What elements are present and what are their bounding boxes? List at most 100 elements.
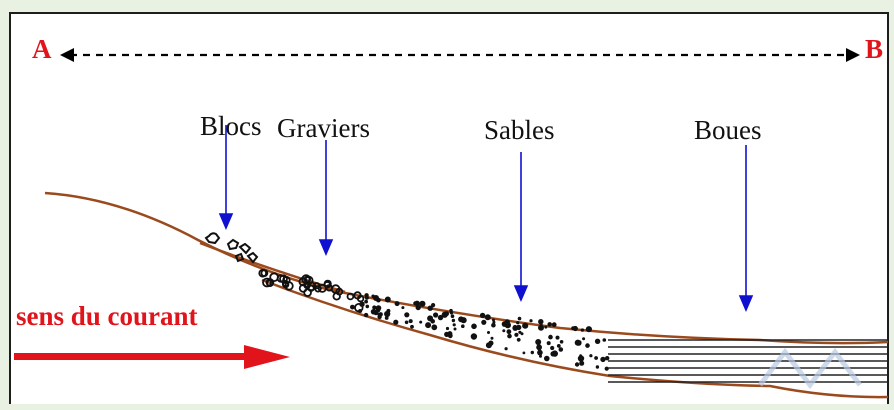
arrowhead-down-icon xyxy=(515,286,527,300)
sand-grain xyxy=(364,313,368,317)
sand-grain xyxy=(552,322,557,327)
sand-grain xyxy=(471,324,477,330)
sables-label: Sables xyxy=(484,115,555,146)
gravel-pebble xyxy=(304,289,311,296)
sand-grain xyxy=(538,319,543,324)
sand-grain xyxy=(538,325,544,331)
sand-grain xyxy=(573,326,578,331)
sand-grain xyxy=(386,298,390,302)
sand-grain xyxy=(377,315,381,319)
sand-grain xyxy=(376,305,382,311)
sand-grain xyxy=(438,315,443,320)
sand-grain xyxy=(560,340,564,344)
sand-grain xyxy=(529,319,532,322)
sand-grain xyxy=(444,311,449,316)
sand-grain xyxy=(446,327,449,330)
sand-grain xyxy=(547,322,552,327)
sand-grain xyxy=(557,344,561,348)
riverbed-profile xyxy=(45,193,888,397)
sand-grain xyxy=(358,309,362,313)
sand-grain xyxy=(485,314,491,320)
sand-grain xyxy=(547,341,551,345)
sand-grain xyxy=(575,363,578,366)
sand-grain xyxy=(522,323,528,329)
sand-grain xyxy=(366,305,370,309)
sand-grain xyxy=(451,314,455,318)
sand-grain xyxy=(585,343,590,348)
sand-grain xyxy=(595,339,600,344)
sand-grain xyxy=(431,303,435,307)
sand-grain xyxy=(425,322,431,328)
sand-grain xyxy=(517,338,521,342)
arrowhead-left-icon xyxy=(60,48,74,62)
start-point-label: A xyxy=(32,34,52,65)
sand-grain xyxy=(502,329,505,332)
sand-grain xyxy=(544,326,547,329)
sand-grain xyxy=(386,309,390,313)
sand-grain xyxy=(539,355,542,358)
blocs-label: Blocs xyxy=(200,111,262,142)
sand-grain xyxy=(502,321,508,327)
current-direction-arrow xyxy=(14,345,290,369)
sand-grain xyxy=(393,320,398,325)
boues-label: Boues xyxy=(694,115,762,146)
graviers-pointer-arrow xyxy=(320,140,332,254)
sand-grain xyxy=(578,355,584,361)
sand-grain xyxy=(605,356,609,360)
sand-grain xyxy=(359,302,364,307)
sand-grain xyxy=(579,361,584,366)
sand-grain xyxy=(516,321,519,324)
sand-grain xyxy=(556,336,560,340)
sand-grain xyxy=(350,305,355,310)
sand-grain xyxy=(516,325,521,330)
sand-grain xyxy=(450,311,453,314)
sand-grain xyxy=(486,342,492,348)
sand-grain xyxy=(481,320,486,325)
sand-grain xyxy=(586,326,592,332)
current-direction-label: sens du courant xyxy=(16,301,198,332)
sand-grain xyxy=(471,333,477,339)
sand-grain xyxy=(594,356,598,360)
sand-grain xyxy=(404,312,409,317)
sand-grain xyxy=(376,298,381,303)
boues-deposit xyxy=(608,340,888,382)
arrowhead-right-icon xyxy=(846,48,860,62)
sand-grain xyxy=(384,313,387,316)
sand-grain xyxy=(523,352,526,355)
sand-grain xyxy=(600,357,605,362)
end-point-label: B xyxy=(865,34,883,65)
graviers-deposit xyxy=(259,270,363,312)
sand-grain xyxy=(544,356,550,362)
sand-grain xyxy=(371,309,376,314)
sand-grain xyxy=(603,338,607,342)
sand-grain xyxy=(514,333,518,337)
sand-grain xyxy=(507,334,512,339)
sand-grain xyxy=(480,313,485,318)
a-b-distance-arrow xyxy=(60,48,860,62)
sand-grain xyxy=(401,306,404,309)
sand-grain xyxy=(410,325,414,329)
sand-grain xyxy=(371,295,374,298)
sand-grain xyxy=(518,317,522,321)
sand-grain xyxy=(452,319,455,322)
sand-grain xyxy=(581,328,584,331)
sand-grain xyxy=(487,331,490,334)
sables-deposit xyxy=(350,293,609,371)
arrowhead-down-icon xyxy=(740,296,752,310)
sand-grain xyxy=(405,321,409,325)
sand-grain xyxy=(491,323,496,328)
sand-grain xyxy=(444,332,449,337)
gravel-pebble xyxy=(348,294,354,300)
sand-grain xyxy=(578,340,582,344)
arrowhead-right-icon xyxy=(244,345,290,369)
sand-grain xyxy=(433,312,438,317)
sand-grain xyxy=(458,316,464,322)
sand-grain xyxy=(507,329,512,334)
sand-grain xyxy=(430,319,435,324)
sand-grain xyxy=(552,350,558,356)
sand-grain xyxy=(537,350,543,356)
boues-pointer-arrow xyxy=(740,145,752,310)
arrowhead-down-icon xyxy=(220,214,232,228)
sand-grain xyxy=(454,328,457,331)
sand-grain xyxy=(461,324,465,328)
